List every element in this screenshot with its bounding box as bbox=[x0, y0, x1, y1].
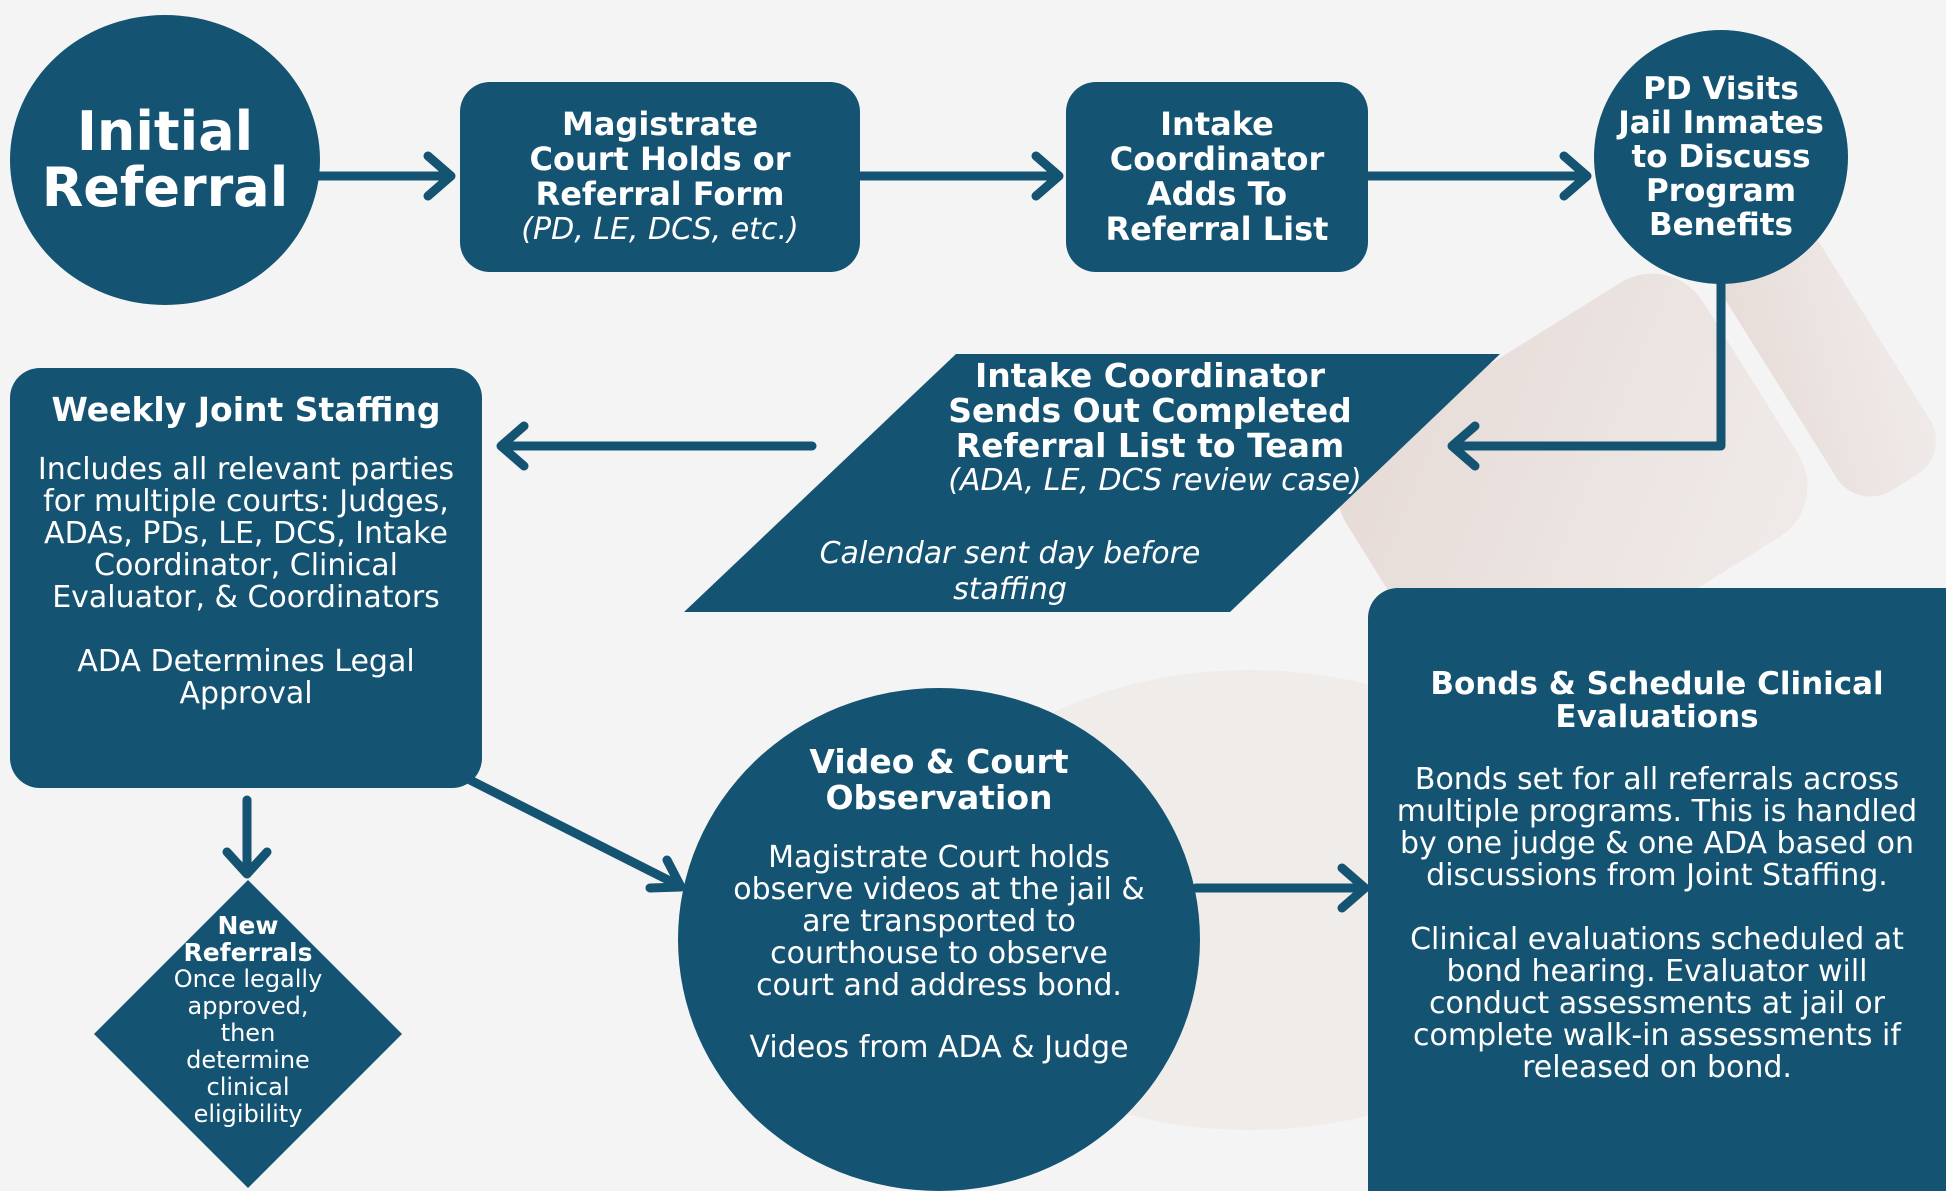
new-referrals-title: New Referrals bbox=[183, 911, 313, 967]
intake-sends-node: Intake Coordinator Sends Out Completed R… bbox=[880, 358, 1420, 499]
arrow-pd-to-intake-sends bbox=[1447, 277, 1726, 471]
arrow-staffing-to-video bbox=[465, 775, 686, 893]
new-referrals-node: New Referrals Once legally approved, the… bbox=[148, 912, 348, 1128]
video-court-title: Video & Court Observation bbox=[809, 742, 1069, 817]
pd-visits-title: PD Visits Jail Inmates to Discuss Progra… bbox=[1618, 71, 1824, 243]
video-court-body: Magistrate Court holds observe videos at… bbox=[733, 840, 1145, 1003]
arrow-video-to-bonds bbox=[1191, 863, 1370, 913]
initial-referral-title: Initial Referral bbox=[41, 100, 289, 219]
new-referrals-shape bbox=[94, 880, 402, 1188]
video-court-node: Video & Court Observation Magistrate Cou… bbox=[678, 688, 1200, 1191]
arrow-initial-to-magistrate bbox=[313, 151, 456, 201]
intake-sends-title: Intake Coordinator Sends Out Completed R… bbox=[948, 356, 1352, 465]
weekly-staffing-body2: ADA Determines Legal Approval bbox=[77, 644, 415, 711]
new-referrals-body: Once legally approved, then determine cl… bbox=[173, 965, 323, 1128]
magistrate-court-title: Magistrate Court Holds or Referral Form bbox=[529, 105, 791, 213]
weekly-staffing-node: Weekly Joint Staffing Includes all relev… bbox=[10, 368, 482, 788]
initial-referral-node: Initial Referral bbox=[10, 15, 320, 305]
arrow-intake-sends-to-staffing bbox=[496, 421, 817, 471]
intake-adds-title: Intake Coordinator Adds To Referral List bbox=[1105, 105, 1329, 248]
weekly-staffing-title: Weekly Joint Staffing bbox=[51, 390, 441, 429]
bonds-title: Bonds & Schedule Clinical Evaluations bbox=[1430, 666, 1884, 735]
bonds-body2: Clinical evaluations scheduled at bond h… bbox=[1410, 922, 1904, 1085]
bonds-node: Bonds & Schedule Clinical Evaluations Bo… bbox=[1368, 588, 1946, 1191]
bonds-body: Bonds set for all referrals across multi… bbox=[1396, 762, 1918, 893]
arrow-intake-to-pd bbox=[1363, 151, 1592, 201]
arrow-magistrate-to-intake bbox=[855, 151, 1064, 201]
intake-sends-calendar: Calendar sent day before staffing bbox=[819, 536, 1201, 607]
video-court-body2: Videos from ADA & Judge bbox=[749, 1030, 1129, 1065]
intake-adds-node: Intake Coordinator Adds To Referral List bbox=[1066, 82, 1368, 272]
intake-sends-shape bbox=[684, 354, 1500, 612]
magistrate-court-node: Magistrate Court Holds or Referral Form … bbox=[460, 82, 860, 272]
intake-sends-note: (ADA, LE, DCS review case) bbox=[948, 463, 1362, 498]
weekly-staffing-body: Includes all relevant parties for multip… bbox=[37, 452, 455, 615]
magistrate-court-note: (PD, LE, DCS, etc.) bbox=[521, 212, 799, 247]
arrow-staffing-to-new-referrals bbox=[222, 795, 272, 879]
pd-visits-node: PD Visits Jail Inmates to Discuss Progra… bbox=[1594, 30, 1848, 284]
